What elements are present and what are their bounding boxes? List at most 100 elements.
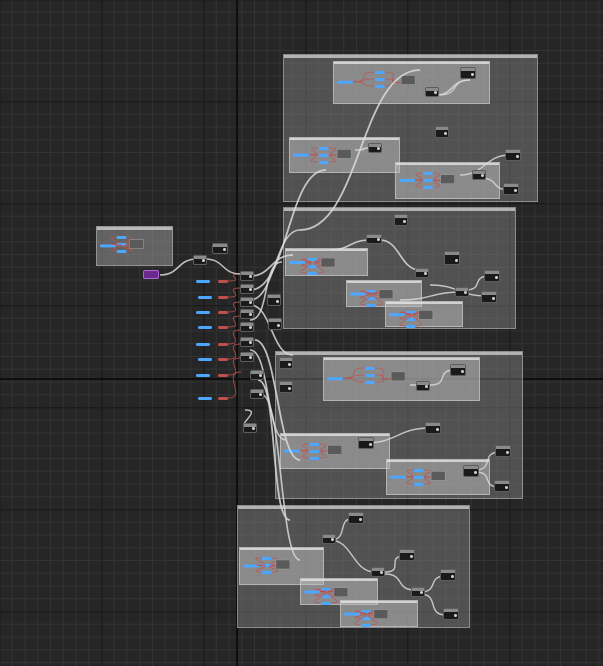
node-header[interactable] [269,319,281,322]
exec-pin[interactable] [461,370,464,373]
node-header[interactable] [456,288,468,291]
node-header[interactable] [359,438,373,441]
exec-pin[interactable] [506,451,509,454]
exec-pin[interactable] [464,291,467,294]
node-header[interactable] [482,292,496,295]
exec-pin[interactable] [202,259,205,262]
node-header[interactable] [436,127,448,130]
node-header[interactable] [241,298,253,301]
graph-node[interactable] [411,587,425,597]
graph-node[interactable] [279,381,293,393]
node-header[interactable] [496,446,510,449]
node-header[interactable] [445,252,459,255]
node-header[interactable] [506,150,520,153]
exec-pin[interactable] [444,132,447,135]
comment-title-bar[interactable] [97,227,172,230]
graph-node[interactable] [399,549,415,561]
node-header[interactable] [395,215,407,218]
node-header[interactable] [244,424,256,427]
node-header[interactable] [213,244,227,247]
exec-pin[interactable] [259,393,262,396]
node-header[interactable] [441,570,455,573]
exec-pin[interactable] [277,324,280,327]
graph-node[interactable] [425,87,439,97]
comment-title-bar[interactable] [301,579,377,581]
exec-pin[interactable] [403,220,406,223]
comment-title-bar[interactable] [334,62,489,64]
comment-title-bar[interactable] [290,138,399,140]
exec-pin[interactable] [331,538,334,541]
exec-pin[interactable] [516,155,519,158]
graph-node[interactable] [505,149,521,161]
exec-pin[interactable] [249,288,252,291]
graph-node[interactable] [435,126,449,138]
exec-pin[interactable] [252,427,255,430]
node-header[interactable] [372,568,384,571]
graph-node[interactable] [416,381,430,391]
graph-node[interactable] [240,322,254,332]
node-header[interactable] [241,323,253,326]
graph-node[interactable] [472,170,486,180]
exec-pin[interactable] [377,238,380,241]
graph-node[interactable] [450,364,466,376]
graph-node[interactable] [240,309,254,319]
exec-pin[interactable] [425,385,428,388]
node-header[interactable] [251,390,263,393]
node-header[interactable] [495,481,509,484]
node-header[interactable] [485,271,499,274]
object-reference-node[interactable] [143,270,159,279]
exec-pin[interactable] [249,275,252,278]
graph-node[interactable] [481,291,497,303]
exec-pin[interactable] [380,571,383,574]
graph-node[interactable] [371,567,385,577]
node-header[interactable] [251,371,263,374]
exec-pin[interactable] [249,356,252,359]
exec-pin[interactable] [249,301,252,304]
exec-pin[interactable] [288,363,291,366]
exec-pin[interactable] [377,147,380,150]
exec-pin[interactable] [288,387,291,390]
exec-pin[interactable] [420,591,423,594]
node-header[interactable] [369,144,381,147]
graph-node[interactable] [444,251,460,265]
exec-pin[interactable] [474,471,477,474]
exec-pin[interactable] [259,374,262,377]
graph-node[interactable] [193,255,207,265]
graph-node[interactable] [460,67,476,79]
node-header[interactable] [241,310,253,313]
graph-node[interactable] [358,437,374,449]
node-header[interactable] [241,338,253,341]
graph-node[interactable] [212,243,228,254]
exec-pin[interactable] [410,555,413,558]
graph-node[interactable] [503,183,519,195]
comment-title-bar[interactable] [386,302,462,304]
graph-node[interactable] [484,270,500,282]
exec-pin[interactable] [424,272,427,275]
graph-node[interactable] [425,422,441,434]
comment-title-bar[interactable] [284,208,515,211]
graph-node[interactable] [240,271,254,281]
node-header[interactable] [268,295,280,298]
node-header[interactable] [417,382,429,385]
graph-node[interactable] [394,214,408,226]
graph-node[interactable] [250,370,264,380]
comment-title-bar[interactable] [286,249,367,251]
exec-pin[interactable] [249,341,252,344]
comment-title-bar[interactable] [347,281,421,283]
graph-node[interactable] [348,512,364,524]
node-header[interactable] [464,466,478,469]
graph-node[interactable] [240,284,254,294]
exec-pin[interactable] [492,297,495,300]
node-header[interactable] [280,358,292,361]
node-header[interactable] [241,285,253,288]
node-header[interactable] [451,365,465,368]
graph-node[interactable] [368,143,382,153]
graph-node[interactable] [415,268,429,278]
node-header[interactable] [426,423,440,426]
exec-pin[interactable] [369,443,372,446]
comment-title-bar[interactable] [240,548,323,550]
node-header[interactable] [473,171,485,174]
node-header[interactable] [426,88,438,91]
node-header[interactable] [349,513,363,516]
graph-node[interactable] [240,337,254,347]
